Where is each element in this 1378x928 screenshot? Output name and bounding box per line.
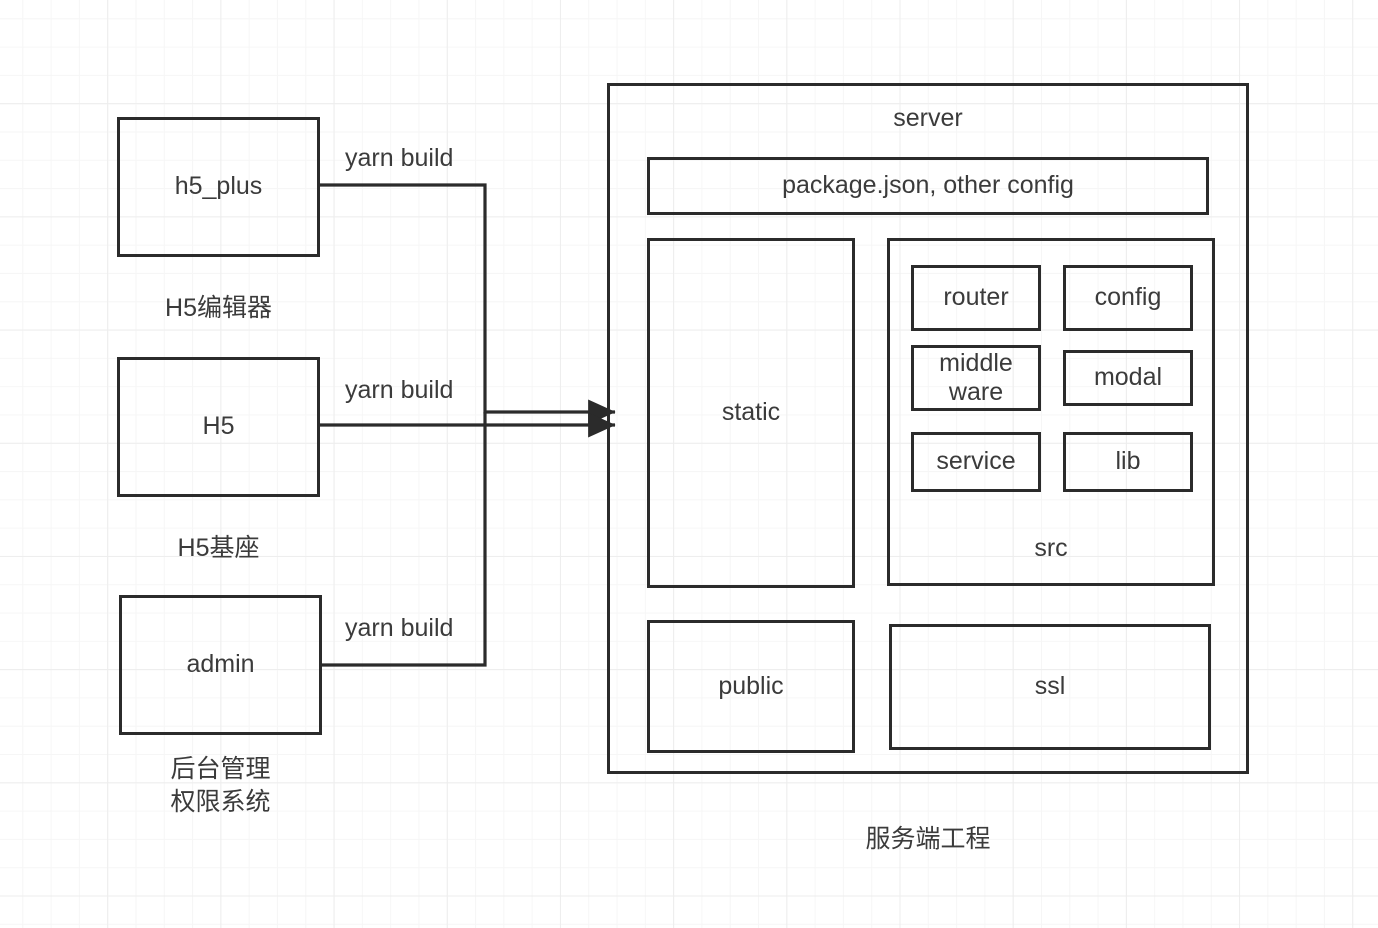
node-config[interactable]: config: [1063, 265, 1193, 331]
node-service-label: service: [936, 447, 1016, 476]
node-middleware-label: middle ware: [939, 348, 1013, 407]
node-modal-label: modal: [1093, 363, 1163, 392]
edge-label-admin: yarn build: [345, 614, 454, 642]
node-public[interactable]: public: [647, 620, 855, 753]
node-service[interactable]: service: [911, 432, 1041, 492]
node-static-label: static: [721, 398, 781, 427]
caption-server: 服务端工程: [865, 825, 991, 853]
node-admin-label: admin: [186, 650, 255, 679]
node-config-label: config: [1094, 283, 1162, 312]
node-static[interactable]: static: [647, 238, 855, 588]
node-package-config-label: package.json, other config: [782, 171, 1074, 200]
node-h5-label: H5: [202, 412, 235, 441]
node-middleware[interactable]: middle ware: [911, 345, 1041, 411]
node-ssl-label: ssl: [1034, 672, 1066, 701]
node-h5[interactable]: H5: [117, 357, 320, 497]
src-title: src: [1034, 534, 1068, 562]
node-ssl[interactable]: ssl: [889, 624, 1211, 750]
node-h5-plus-label: h5_plus: [174, 172, 263, 201]
node-lib-label: lib: [1115, 447, 1141, 476]
server-title: server: [893, 104, 963, 132]
node-router[interactable]: router: [911, 265, 1041, 331]
server-container: [607, 83, 1249, 774]
caption-h5: H5基座: [177, 534, 260, 562]
node-lib[interactable]: lib: [1063, 432, 1193, 492]
edge-label-h5-plus: yarn build: [345, 144, 454, 172]
node-h5-plus[interactable]: h5_plus: [117, 117, 320, 257]
node-package-config[interactable]: package.json, other config: [647, 157, 1209, 215]
src-container: [887, 238, 1215, 586]
node-public-label: public: [718, 671, 784, 700]
node-admin[interactable]: admin: [119, 595, 322, 735]
caption-h5-plus: H5编辑器: [165, 294, 272, 322]
node-router-label: router: [943, 283, 1009, 312]
caption-admin: 后台管理 权限系统: [170, 755, 271, 816]
edge-label-h5: yarn build: [345, 376, 454, 404]
node-modal[interactable]: modal: [1063, 350, 1193, 406]
